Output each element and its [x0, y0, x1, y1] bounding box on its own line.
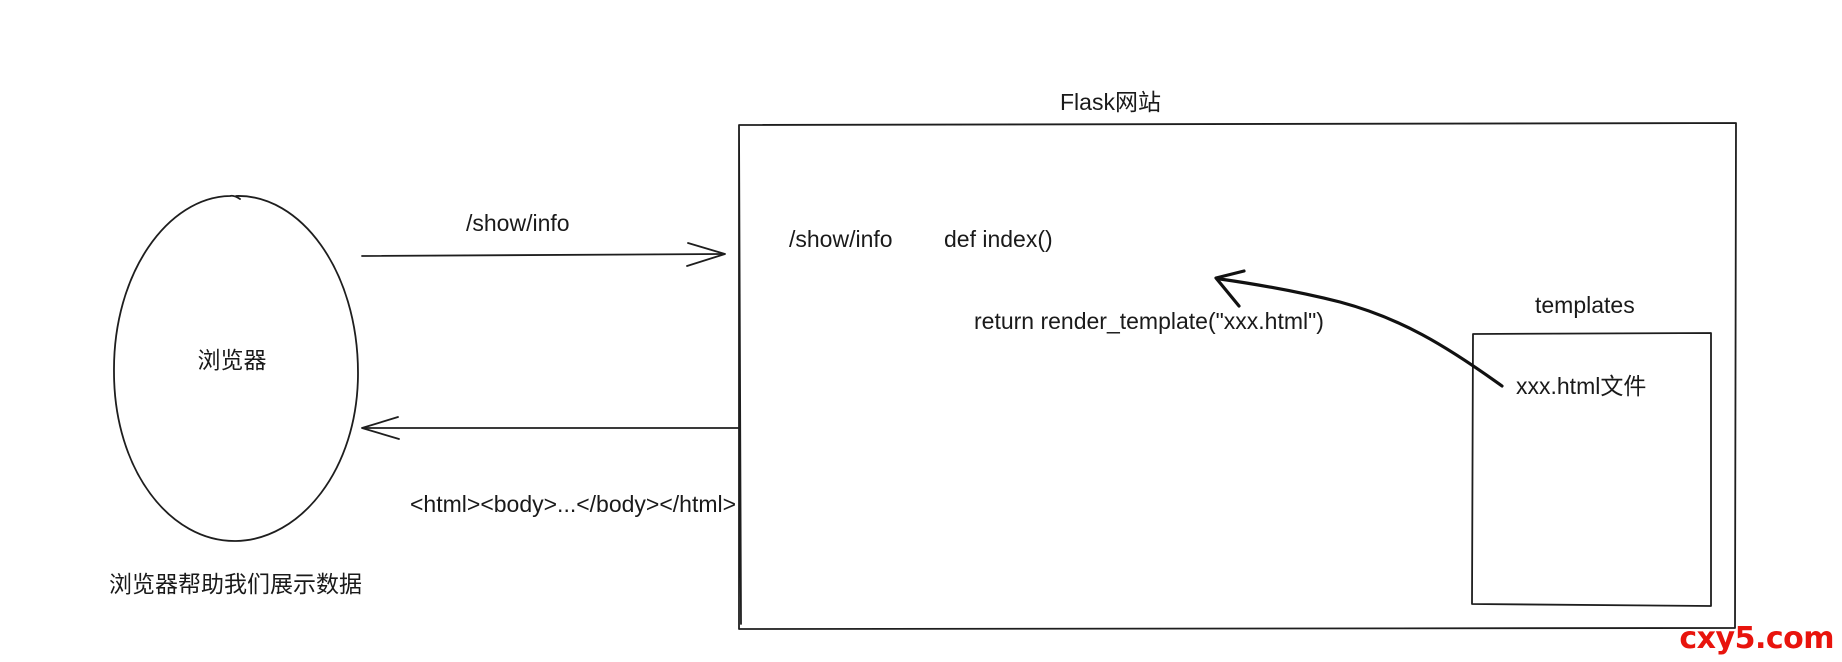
template-arrow-curve — [1218, 277, 1504, 388]
browser-label: 浏览器 — [198, 347, 267, 373]
browser-caption: 浏览器帮助我们展示数据 — [109, 571, 362, 597]
flask-return-label: return render_template("xxx.html") — [974, 308, 1324, 334]
templates-box — [1471, 332, 1712, 607]
watermark: cxy5.com — [1679, 621, 1834, 656]
flask-route-label: /show/info — [789, 226, 893, 252]
request-arrow-line — [361, 253, 723, 257]
templates-file-label: xxx.html文件 — [1516, 373, 1646, 399]
flask-title: Flask网站 — [1060, 89, 1161, 115]
request-path-label: /show/info — [466, 210, 570, 236]
template-arrow-head — [1214, 269, 1246, 308]
flask-func-label: def index() — [944, 226, 1053, 252]
response-arrow-head — [361, 416, 400, 440]
flask-box — [738, 122, 1737, 630]
response-html-label: <html><body>...</body></html> — [410, 491, 736, 517]
browser-ellipse — [113, 194, 359, 542]
request-arrow-head — [686, 242, 726, 267]
templates-title: templates — [1535, 292, 1635, 318]
